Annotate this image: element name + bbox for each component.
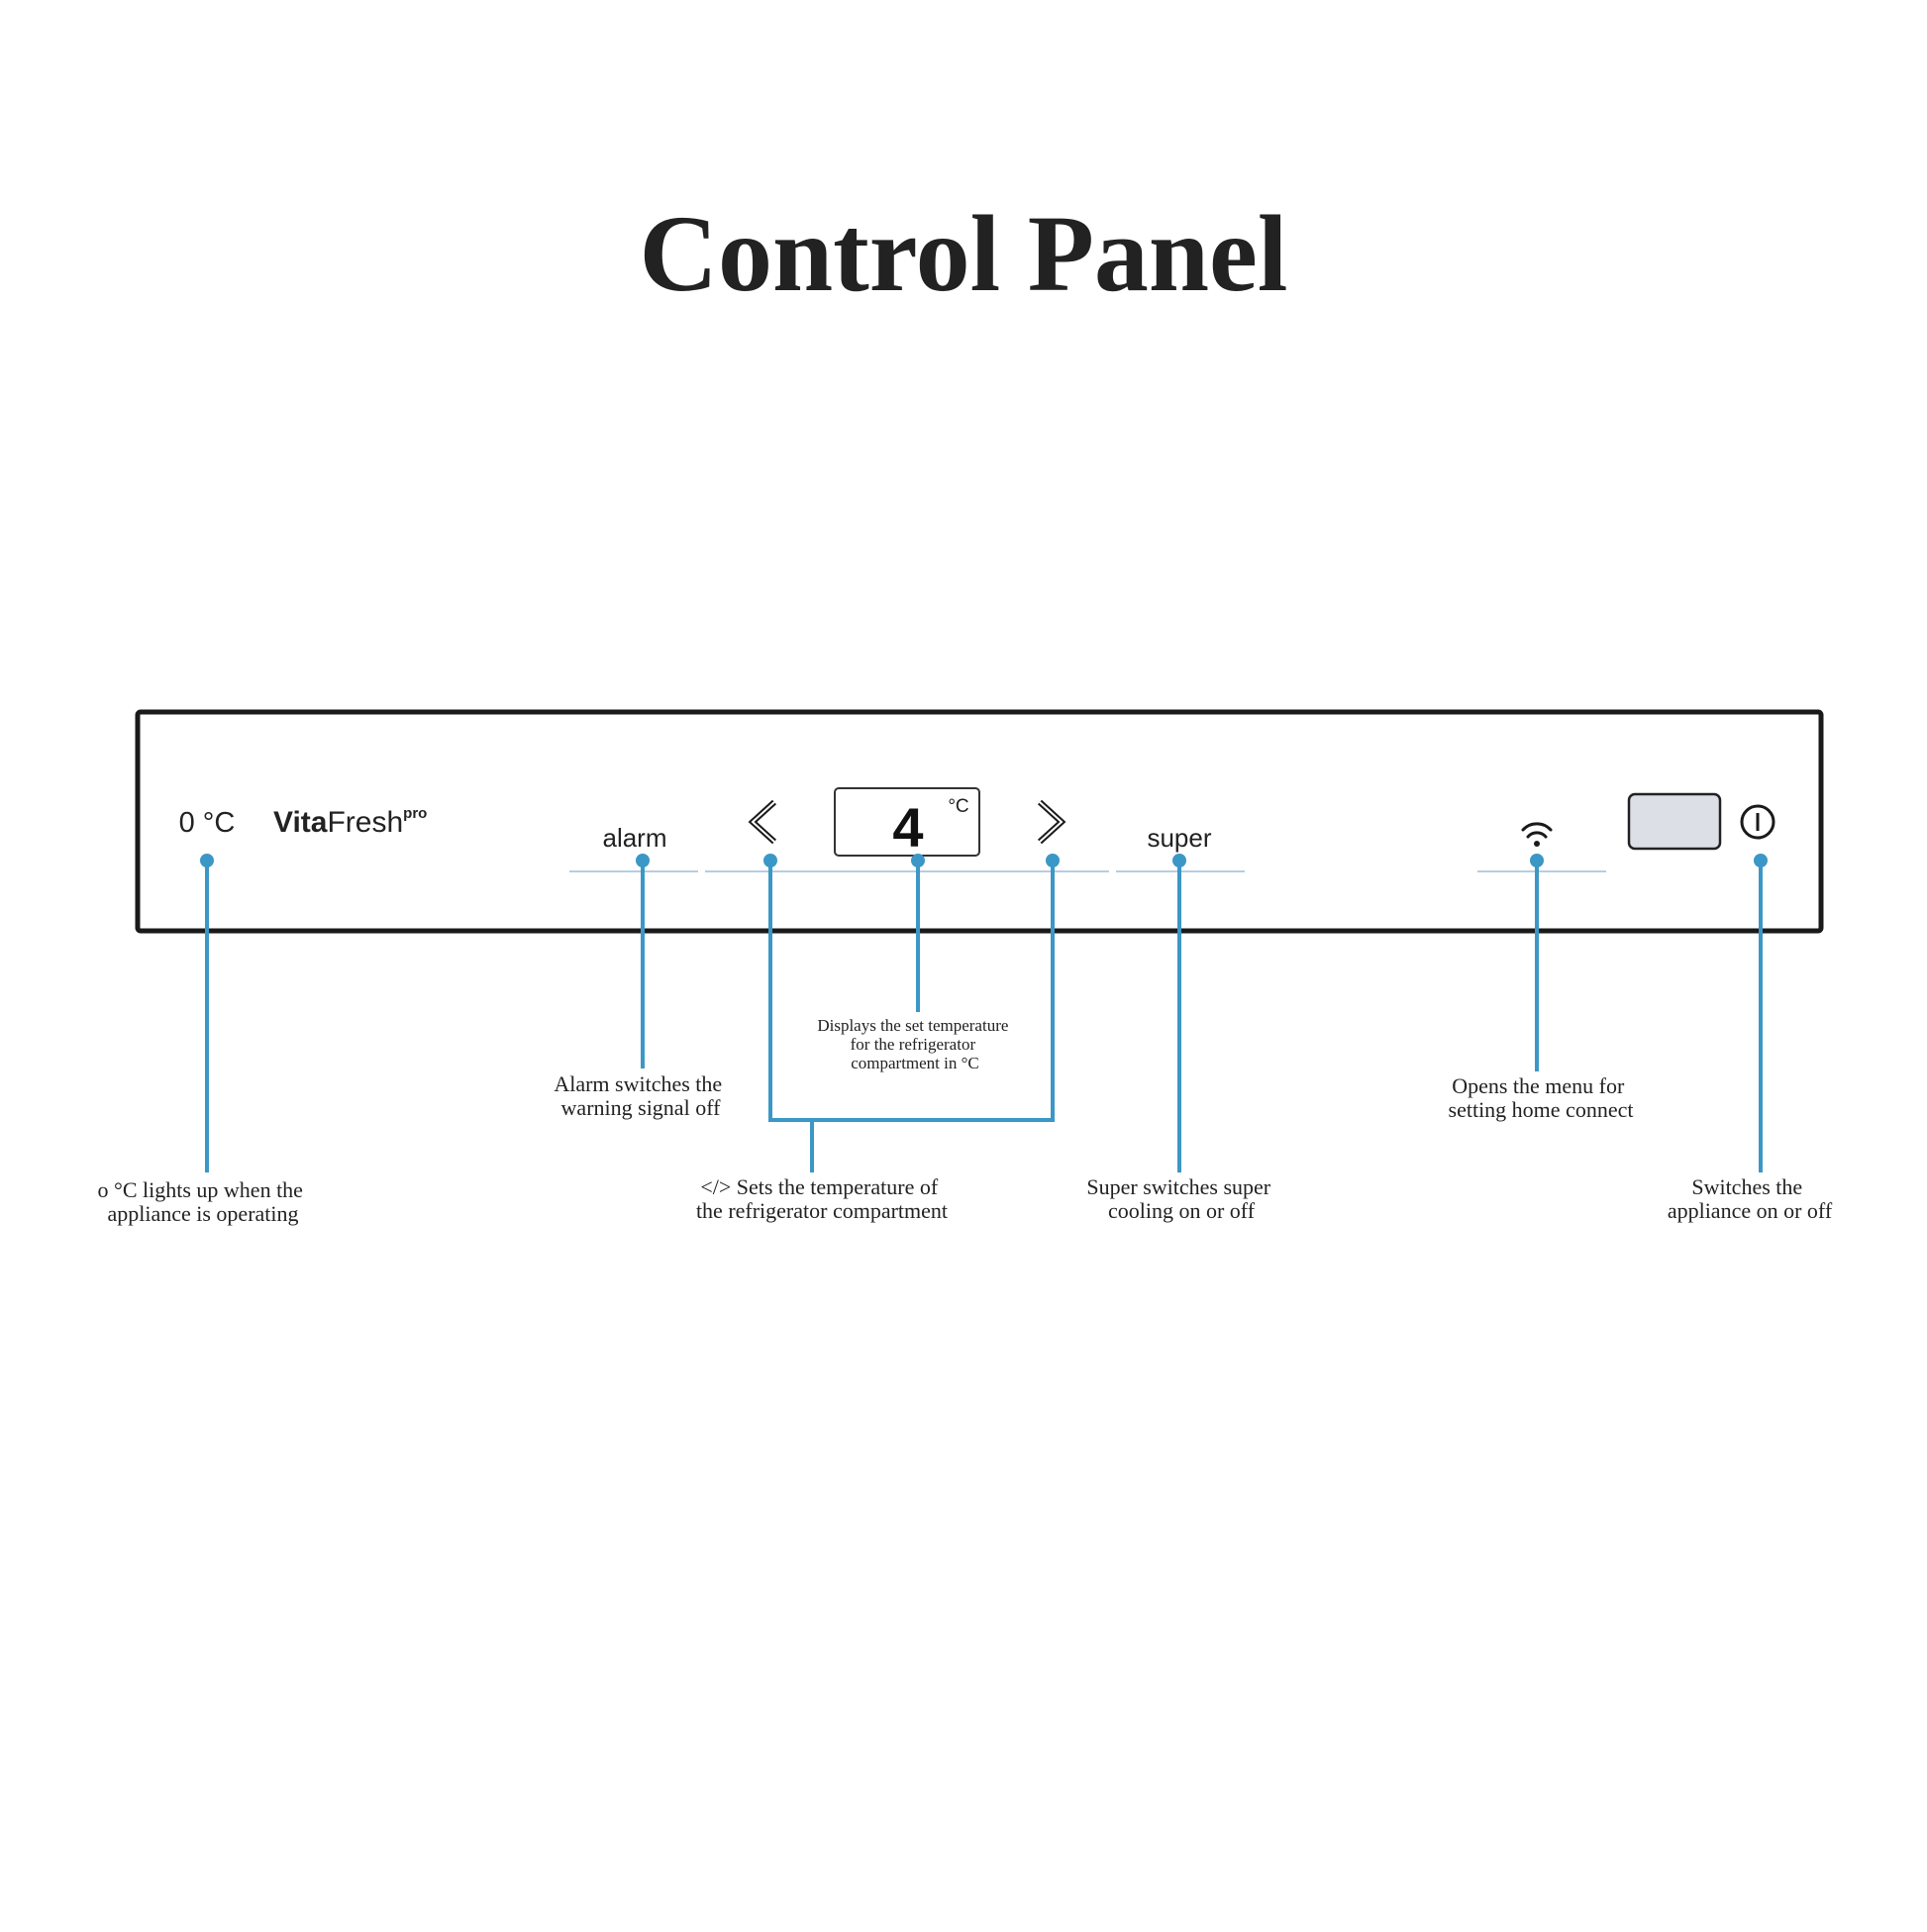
- vitafresh-logo-bold: Vita: [273, 806, 328, 839]
- caption-super-line1: Super switches super: [1086, 1174, 1270, 1199]
- caption-home-connect-line2: setting home connect: [1449, 1097, 1634, 1122]
- page-title: Control Panel: [640, 193, 1288, 314]
- caption-power-line2: appliance on or off: [1668, 1198, 1833, 1223]
- vitafresh-logo-sup: pro: [403, 805, 427, 822]
- caption-zero-c: o °C lights up when the appliance is ope…: [98, 1177, 309, 1226]
- home-connect-button[interactable]: [1627, 792, 1722, 851]
- leader-dots: [200, 854, 1768, 867]
- caption-alarm-line2: warning signal off: [561, 1095, 722, 1120]
- display-digit: 4: [892, 796, 923, 859]
- power-icon[interactable]: [1740, 804, 1775, 840]
- caption-home-connect: Opens the menu for setting home connect: [1449, 1073, 1634, 1122]
- chevron-right-icon[interactable]: [1037, 799, 1066, 845]
- caption-power: Switches the appliance on or off: [1668, 1174, 1833, 1223]
- wifi-icon[interactable]: [1521, 822, 1553, 847]
- caption-super: Super switches super cooling on or off: [1086, 1174, 1275, 1223]
- vitafresh-logo: VitaFreshpro: [273, 805, 427, 839]
- leader-lines: [205, 861, 1763, 1172]
- caption-set-temperature-line2: the refrigerator compartment: [696, 1198, 948, 1223]
- caption-home-connect-line1: Opens the menu for: [1452, 1073, 1625, 1098]
- display-unit: °C: [948, 796, 968, 817]
- caption-display-line2: for the refrigerator: [851, 1035, 976, 1054]
- chevron-left-icon[interactable]: [748, 799, 777, 845]
- zero-c-indicator: 0 °C: [179, 807, 236, 839]
- caption-display-line3: compartment in °C: [851, 1054, 979, 1072]
- caption-zero-c-line1: o °C lights up when the: [98, 1177, 303, 1202]
- caption-set-temperature-line1: </> Sets the temperature of: [700, 1174, 939, 1199]
- caption-zero-c-line2: appliance is operating: [107, 1201, 298, 1226]
- caption-set-temperature: </> Sets the temperature of the refriger…: [696, 1174, 948, 1223]
- caption-power-line1: Switches the: [1691, 1174, 1802, 1199]
- caption-display-line1: Displays the set temperature: [817, 1016, 1008, 1035]
- caption-display: Displays the set temperature for the ref…: [817, 1016, 1012, 1072]
- caption-super-line2: cooling on or off: [1108, 1198, 1256, 1223]
- alarm-button[interactable]: alarm: [602, 823, 666, 853]
- caption-alarm-line1: Alarm switches the: [554, 1071, 722, 1096]
- caption-alarm: Alarm switches the warning signal off: [554, 1071, 727, 1120]
- vitafresh-logo-regular: Fresh: [327, 806, 403, 839]
- super-button[interactable]: super: [1147, 823, 1211, 853]
- temperature-display: [834, 787, 980, 857]
